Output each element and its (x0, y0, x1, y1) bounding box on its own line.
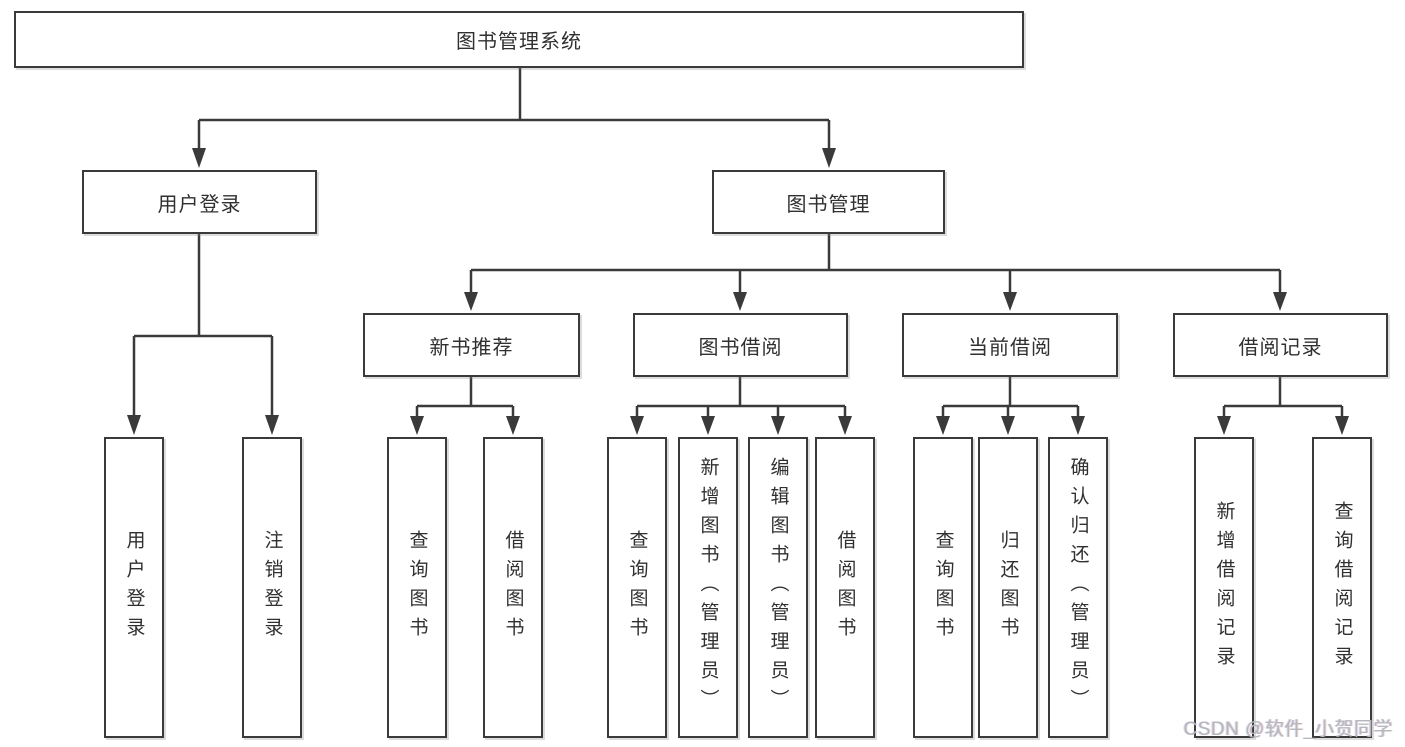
node-leaf-br-query: 查询借阅记录 (1312, 437, 1372, 738)
arrowhead-current-borrow (1003, 292, 1017, 311)
node-leaf-cb-confirm: 确认归还（管理员） (1048, 437, 1108, 738)
node-leaf-bb-query: 查询图书 (607, 437, 667, 738)
node-leaf-nb-borrow: 借阅图书 (483, 437, 543, 738)
csdn-watermark: CSDN @软件_小贺同学 (1183, 719, 1393, 740)
node-user-login-branch: 用户登录 (82, 170, 317, 234)
arrowhead-bb-add (701, 416, 715, 435)
node-root: 图书管理系统 (14, 11, 1024, 68)
arrowhead-new-book (464, 292, 478, 311)
node-book-borrow: 图书借阅 (633, 313, 848, 377)
arrowhead-cb-query (936, 416, 950, 435)
arrowhead-book-mgmt (822, 148, 836, 168)
node-leaf-bb-edit: 编辑图书（管理员） (748, 437, 808, 738)
node-borrow-record: 借阅记录 (1173, 313, 1388, 377)
arrowhead-bb-borrow (838, 416, 852, 435)
node-leaf-br-add: 新增借阅记录 (1194, 437, 1254, 738)
arrowhead-bb-edit (771, 416, 785, 435)
arrowhead-borrow-record (1273, 292, 1287, 311)
arrowhead-cb-confirm (1071, 416, 1085, 435)
arrowhead-br-query (1335, 416, 1349, 435)
arrowhead-book-borrow (733, 292, 747, 311)
arrowhead-user-login (192, 148, 206, 168)
arrowhead-cb-return (1001, 416, 1015, 435)
arrowhead-nb-query (410, 416, 424, 435)
node-book-mgmt-branch: 图书管理 (712, 170, 945, 234)
node-leaf-bb-borrow: 借阅图书 (815, 437, 875, 738)
arrowhead-leaf-logout (265, 415, 279, 435)
arrowhead-br-add (1217, 416, 1231, 435)
node-new-book-rec: 新书推荐 (363, 313, 580, 377)
arrowhead-nb-borrow (506, 416, 520, 435)
node-leaf-user-login: 用户登录 (104, 437, 164, 738)
node-leaf-nb-query: 查询图书 (387, 437, 447, 738)
node-leaf-cb-return: 归还图书 (978, 437, 1038, 738)
node-leaf-logout: 注销登录 (242, 437, 302, 738)
node-leaf-bb-add: 新增图书（管理员） (678, 437, 738, 738)
node-leaf-cb-query: 查询图书 (913, 437, 973, 738)
arrowhead-leaf-user-login (127, 415, 141, 435)
node-current-borrow: 当前借阅 (902, 313, 1118, 377)
arrowhead-bb-query (630, 416, 644, 435)
